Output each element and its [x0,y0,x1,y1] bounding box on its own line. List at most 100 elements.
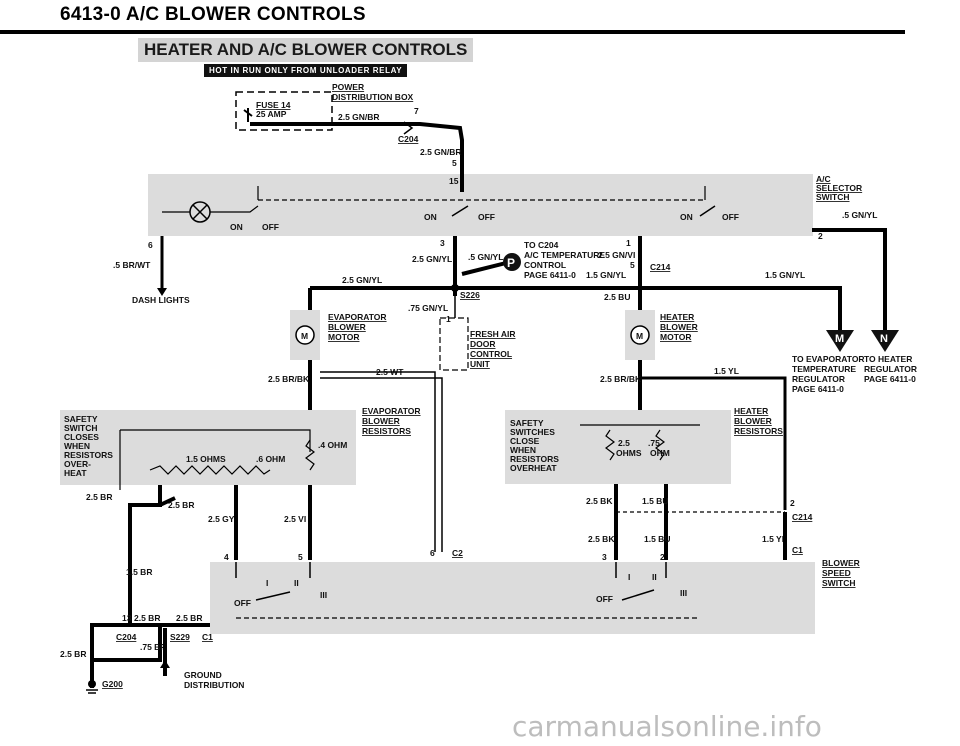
wire-5-gnyl-mid: .5 GN/YL [468,252,503,262]
wire-1-5-yl: 1.5 YL [714,366,739,376]
diagram-subtitle: HEATER AND A/C BLOWER CONTROLS [138,38,474,62]
wire-2-5-gnbr: 2.5 GN/BR [420,147,462,157]
speed-left-II: II [294,578,299,588]
wire-5-brwt: .5 BR/WT [113,260,151,270]
heater-resistor-label-3: RESISTORS [734,426,783,436]
speed-right-III: III [680,588,687,598]
evap-resistor-circuit [119,429,311,490]
wire-1-5-bu-b: 1.5 BU [644,534,670,544]
selector-link-ends [257,186,706,200]
evap-motor-icon [295,325,315,345]
power-feed-wire [250,122,464,172]
power-box-title-2: DISTRIBUTION BOX [332,92,414,102]
wire-2-5-brbk-right: 2.5 BR/BK [600,374,642,384]
ac-temp-label-2: CONTROL [524,260,566,270]
speed-left-off: OFF [234,598,251,608]
ac-temp-label-1: A/C TEMPERATURE [524,250,605,260]
c204-label-top: C204 [398,134,419,144]
gy-vi-wires [234,485,312,560]
heater-resistor-label-1: HEATER [734,406,768,416]
power-box-title-1: POWER [332,82,364,92]
bubble-p-marker [503,253,521,271]
pin-6-left: 6 [148,240,153,250]
heater-motor-label-2: BLOWER [660,322,698,332]
power-distribution-box: POWER DISTRIBUTION BOX FUSE 14 25 AMP 2.… [235,82,419,131]
hot-in-run-banner: HOT IN RUN ONLY FROM UNLOADER RELAY [204,64,408,77]
wire-2-5-gnyl-bus: 2.5 GN/YL [342,275,382,285]
dash-switch-on: ON [230,222,243,232]
fuse-amp-label: 25 AMP [256,109,287,119]
wire-1-5-br: 1.5 BR [126,567,152,577]
ac-selector-label-1: A/C [816,174,831,184]
safety-left-5: RESISTORS [64,450,113,460]
heater-motor-label-1: HEATER [660,312,694,322]
blower-speed-label-1: BLOWER [822,558,860,568]
bulb-filament-icon [192,204,208,220]
speed-right-II: II [652,572,657,582]
s226-splice-icon [451,284,459,292]
speed-left-III: III [320,590,327,600]
pin-13: 13 [122,613,132,623]
evap-ohm-6: .6 OHM [256,454,285,464]
selector-blade-1 [451,205,469,217]
wire-75-gnyl: .75 GN/YL [408,303,448,313]
wire-2-5-gnyl-a: 2.5 GN/YL [412,254,452,264]
evap-resistor-block [60,410,356,485]
ac-selector-label-2: SELECTOR [816,183,862,193]
blower-speed-label-3: SWITCH [822,578,856,588]
wire-75-br: .75 BR [140,642,166,652]
ac-selector-switch-body [148,174,813,236]
speed-right-I: I [628,572,630,582]
wt-wire [320,371,443,552]
safety-left-2: SWITCH [64,423,98,433]
speed-left-I: I [266,578,268,588]
fresh-air-unit-body [439,317,469,371]
to-heater-label-3: PAGE 6411-0 [864,374,916,384]
dash-switch-off: OFF [262,222,279,232]
fresh-air-label-2: DOOR [470,339,496,349]
pin-5-bottom: 5 [298,552,303,562]
wire-2-5-br-a: 2.5 BR [86,492,112,502]
wire-1-5-yl-b: 1.5 YL [762,534,787,544]
heater-r-ohm: OHM [650,448,670,458]
safety-left-7: HEAT [64,468,87,478]
evap-resistor-label-2: BLOWER [362,416,400,426]
wire-1-5-gnyl-right: 1.5 GN/YL [765,270,805,280]
c204-label-bottom: C204 [116,632,137,642]
c204-connector-mark [403,121,414,135]
evap-ohm-4: .4 OHM [318,440,347,450]
wire-2-5-br-e: 2.5 BR [60,649,86,659]
pin-1-mid: 1 [626,238,631,248]
c1-label-bottom: C1 [202,632,213,642]
safety-right-6: OVERHEAT [510,463,557,473]
safety-left-1: SAFETY [64,414,98,424]
page-title: 6413-0 A/C BLOWER CONTROLS [60,4,366,25]
gnyl-to-heater-regulator [812,228,887,330]
to-evap-label-3: REGULATOR [792,374,845,384]
gnyl-bus [310,286,842,330]
safety-right-3: CLOSE [510,436,540,446]
safety-left-4: WHEN [64,441,90,451]
ground-arrow-icon [157,288,167,296]
wire-2-5-br-c: 2.5 BR [134,613,160,623]
fuse-label: FUSE 14 [256,100,291,110]
to-evap-label-1: TO EVAPORATOR [792,354,865,364]
speed-right-blade [621,589,655,601]
ground-wires [90,575,210,688]
bubble-n-marker [871,330,899,352]
wire-2-5-bk-b: 2.5 BK [588,534,615,544]
g200-label: G200 [102,679,123,689]
wire-5-gnyl-right: .5 GN/YL [842,210,877,220]
safety-left-6: OVER- [64,459,91,469]
ground-label-2: DISTRIBUTION [184,680,244,690]
wire-1-5-gnyl-mid: 1.5 GN/YL [586,270,626,280]
wire-2-5-brbk-left: 2.5 BR/BK [268,374,310,384]
fresh-air-label-1: FRESH AIR [470,329,516,339]
blower-speed-switch-body [210,562,815,634]
watermark: carmanualsonline.info [512,710,822,743]
pin-5-top: 5 [452,158,457,168]
pin-15: 15 [449,176,459,186]
s226-label: S226 [460,290,480,300]
s229-label: S229 [170,632,190,642]
